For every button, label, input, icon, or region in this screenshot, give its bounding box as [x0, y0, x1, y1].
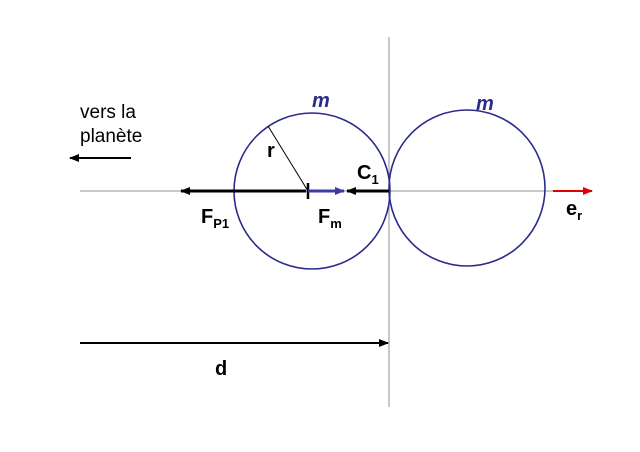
contact-force-label: C1	[357, 162, 379, 187]
direction-label-line2: planète	[80, 126, 142, 147]
radius-label: r	[267, 140, 275, 162]
distance-label: d	[215, 358, 227, 380]
mass-label-right: m	[476, 93, 494, 115]
mass-label-left: m	[312, 90, 330, 112]
unit-vector-label: er	[566, 198, 582, 223]
radius-line	[267, 125, 309, 192]
right-sphere	[388, 109, 546, 267]
planet-force-label: FP1	[201, 206, 229, 231]
direction-label-line1: vers la	[80, 102, 136, 123]
mutual-force-label: Fm	[318, 206, 342, 231]
